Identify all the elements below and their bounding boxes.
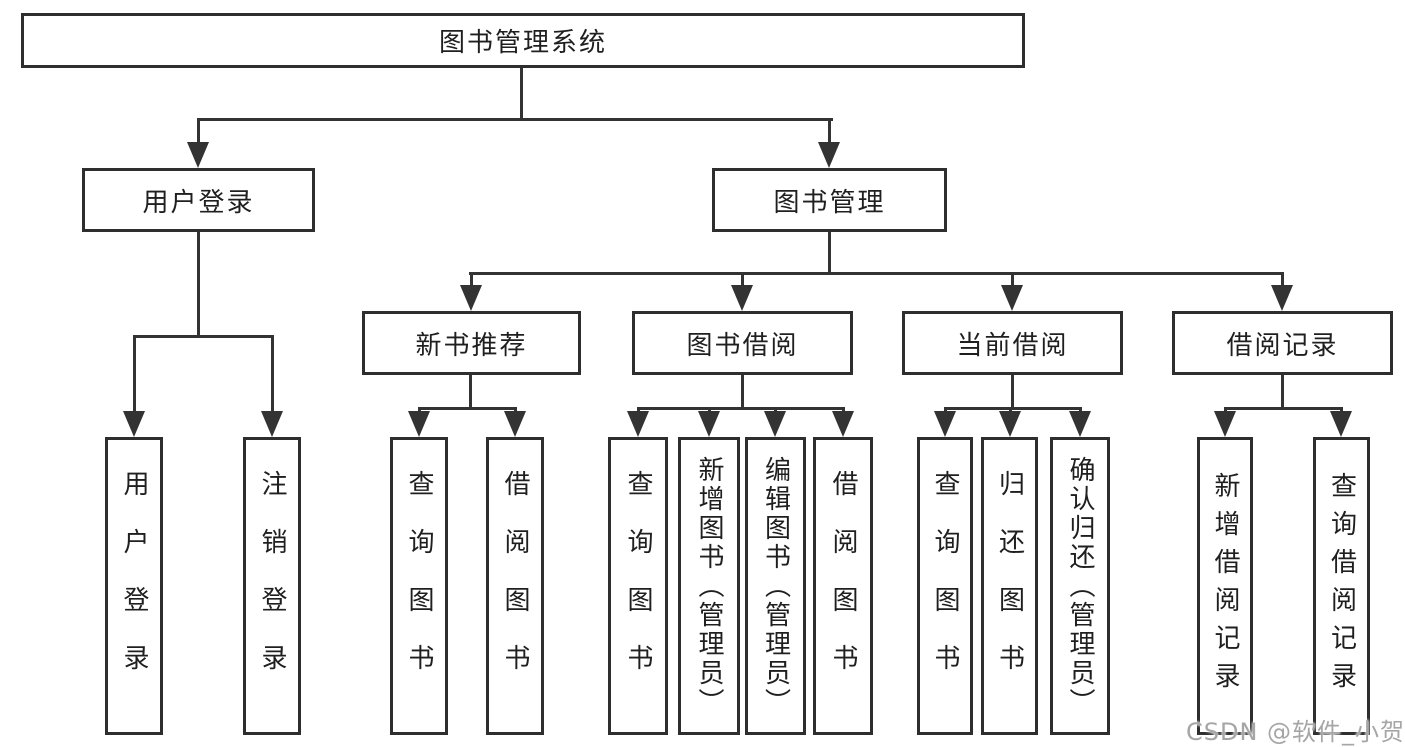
leaf-user-login-label: 用户登录 xyxy=(119,470,149,702)
leaf-records-add-record: 新增借阅记录 xyxy=(1197,437,1253,735)
leaf-borrow-query-books-label: 查询图书 xyxy=(623,470,653,702)
arrow-down-icon xyxy=(764,411,786,437)
connector-line xyxy=(637,407,640,413)
connector-line xyxy=(1009,407,1012,413)
leaf-borrow-borrow-books-label: 借阅图书 xyxy=(828,470,858,702)
connector-line xyxy=(944,407,947,413)
connector-line xyxy=(1281,375,1284,409)
arrow-down-icon xyxy=(832,411,854,437)
leaf-logout-label: 注销登录 xyxy=(257,470,287,702)
connector-line xyxy=(944,407,1082,410)
connector-line xyxy=(774,407,777,413)
connector-line xyxy=(1011,375,1014,409)
connector-line xyxy=(197,118,200,144)
arrow-down-icon xyxy=(408,411,430,437)
connector-line xyxy=(1224,407,1343,410)
arrow-down-icon xyxy=(731,285,753,311)
connector-line xyxy=(637,407,845,410)
arrow-down-icon xyxy=(934,411,956,437)
node-book-borrow-label: 图书借阅 xyxy=(686,330,799,361)
connector-line xyxy=(469,272,1283,275)
leaf-current-confirm-return-admin: 确认归还（管理员） xyxy=(1050,437,1110,735)
leaf-newrec-borrow-books: 借阅图书 xyxy=(486,437,544,735)
connector-line xyxy=(133,335,274,338)
node-borrow-record-label: 借阅记录 xyxy=(1226,330,1339,361)
connector-line xyxy=(1011,272,1014,287)
connector-line xyxy=(708,407,711,413)
connector-line xyxy=(828,232,831,275)
node-user-login-label: 用户登录 xyxy=(142,187,255,218)
arrow-down-icon xyxy=(1069,411,1091,437)
node-current-borrow: 当前借阅 xyxy=(902,311,1123,375)
leaf-records-query-record-label: 查询借阅记录 xyxy=(1326,472,1357,700)
leaf-current-return-books: 归还图书 xyxy=(981,437,1038,735)
connector-line xyxy=(1224,407,1227,413)
leaf-user-login: 用户登录 xyxy=(105,437,163,735)
connector-line xyxy=(133,335,136,413)
node-book-management-label: 图书管理 xyxy=(773,187,886,218)
arrow-down-icon xyxy=(1271,285,1293,311)
connector-line xyxy=(418,407,421,413)
leaf-logout: 注销登录 xyxy=(243,437,301,735)
arrow-down-icon xyxy=(1214,411,1236,437)
arrow-down-icon xyxy=(1330,411,1352,437)
leaf-newrec-borrow-books-label: 借阅图书 xyxy=(500,470,530,702)
arrow-down-icon xyxy=(460,285,482,311)
connector-line xyxy=(1079,407,1082,413)
leaf-current-query-books: 查询图书 xyxy=(917,437,973,735)
leaf-current-confirm-return-admin-label: 确认归还（管理员） xyxy=(1065,455,1095,717)
leaf-borrow-query-books: 查询图书 xyxy=(608,437,668,735)
node-current-borrow-label: 当前借阅 xyxy=(956,330,1069,361)
arrow-down-icon xyxy=(261,411,283,437)
connector-line xyxy=(741,272,744,287)
leaf-newrec-query-books-label: 查询图书 xyxy=(404,470,434,702)
connector-line xyxy=(741,375,744,409)
arrow-down-icon xyxy=(627,411,649,437)
arrow-down-icon xyxy=(123,411,145,437)
leaf-borrow-edit-books-admin-label: 编辑图书（管理员） xyxy=(760,455,791,717)
leaf-borrow-edit-books-admin: 编辑图书（管理员） xyxy=(745,437,806,735)
csdn-watermark: CSDN @软件_小贺同学 xyxy=(1186,718,1405,746)
node-borrow-record: 借阅记录 xyxy=(1172,311,1393,375)
connector-line xyxy=(520,68,523,120)
leaf-records-query-record: 查询借阅记录 xyxy=(1313,437,1370,735)
leaf-borrow-add-books-admin: 新增图书（管理员） xyxy=(678,437,740,735)
node-root-system: 图书管理系统 xyxy=(21,13,1025,68)
arrow-down-icon xyxy=(698,411,720,437)
leaf-current-return-books-label: 归还图书 xyxy=(994,470,1025,702)
node-new-book-recommend-label: 新书推荐 xyxy=(415,330,528,361)
connector-line xyxy=(469,375,472,409)
connector-line xyxy=(470,272,473,287)
connector-line xyxy=(514,407,517,413)
connector-line xyxy=(418,407,517,410)
node-book-management: 图书管理 xyxy=(712,168,947,232)
node-new-book-recommend: 新书推荐 xyxy=(362,311,581,375)
leaf-current-query-books-label: 查询图书 xyxy=(930,470,960,702)
connector-line xyxy=(197,118,833,121)
connector-line xyxy=(271,335,274,413)
node-root-label: 图书管理系统 xyxy=(438,28,607,58)
connector-line xyxy=(842,407,845,413)
arrow-down-icon xyxy=(1001,285,1023,311)
leaf-newrec-query-books: 查询图书 xyxy=(390,437,448,735)
leaf-borrow-add-books-admin-label: 新增图书（管理员） xyxy=(694,455,724,717)
connector-line xyxy=(1340,407,1343,413)
connector-line xyxy=(828,118,831,144)
arrow-down-icon xyxy=(999,411,1021,437)
arrow-down-icon xyxy=(504,411,526,437)
arrow-down-icon xyxy=(187,142,209,168)
node-user-login: 用户登录 xyxy=(82,168,315,232)
connector-line xyxy=(1281,272,1284,287)
node-book-borrow: 图书借阅 xyxy=(632,311,853,375)
leaf-records-add-record-label: 新增借阅记录 xyxy=(1210,472,1240,700)
arrow-down-icon xyxy=(818,142,840,168)
connector-line xyxy=(197,232,200,338)
leaf-borrow-borrow-books: 借阅图书 xyxy=(813,437,873,735)
